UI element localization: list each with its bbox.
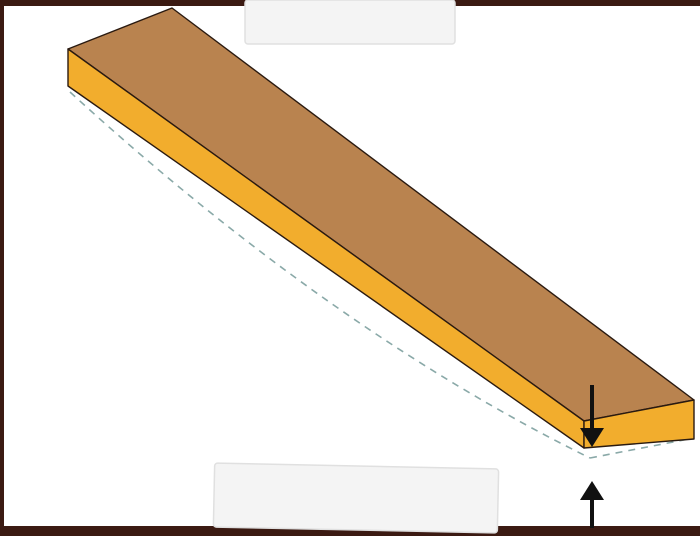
beam-end-face bbox=[583, 399, 695, 449]
beam-top-face bbox=[67, 7, 695, 422]
frame-bottom-bar bbox=[0, 526, 700, 536]
deflected-beam-outline bbox=[69, 91, 695, 459]
bottom-tape bbox=[212, 462, 500, 534]
frame-left-bar bbox=[0, 0, 4, 536]
deflection-arrow-up bbox=[580, 481, 604, 528]
top-tape bbox=[244, 0, 456, 45]
wooden-beam bbox=[67, 7, 695, 449]
beam-long-side-face bbox=[67, 48, 585, 449]
deflection-arrow-down bbox=[580, 385, 604, 447]
